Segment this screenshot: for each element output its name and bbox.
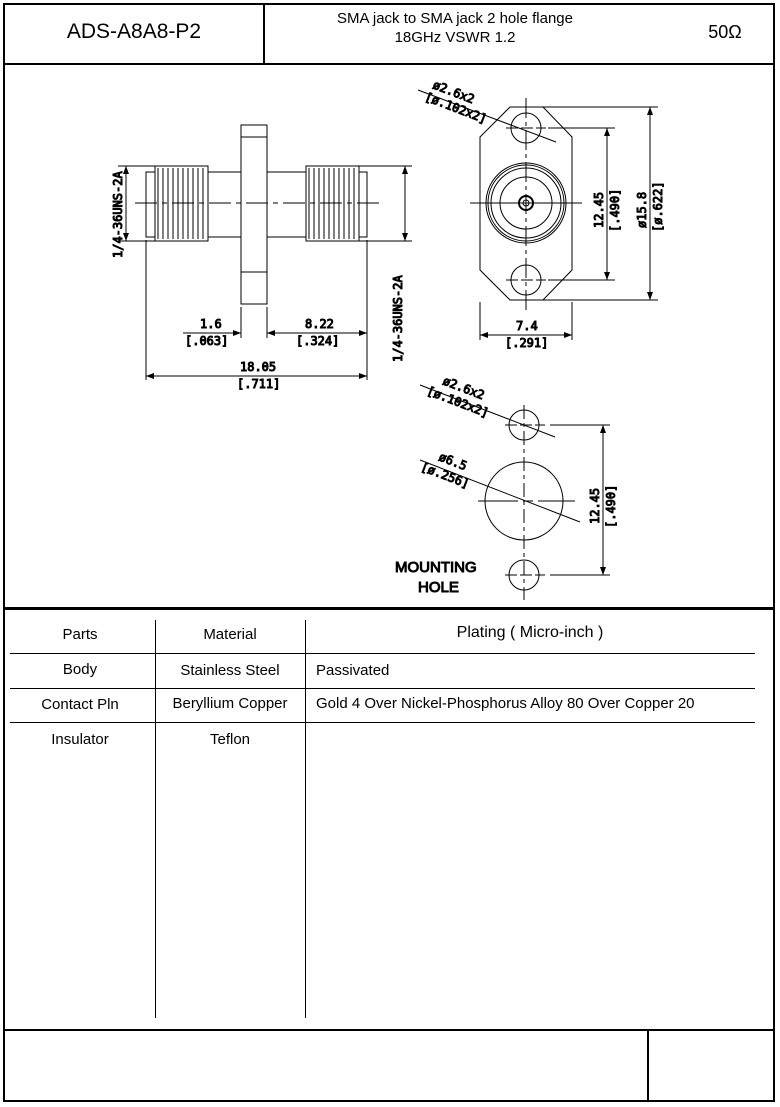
header-material: Material xyxy=(203,626,257,643)
description-line2: 18GHz VSWR 1.2 xyxy=(394,29,516,46)
dim-flange-thickness-inch: [.063] xyxy=(185,334,228,348)
cell-part: Contact Pln xyxy=(41,696,119,713)
cell-part: Insulator xyxy=(51,731,109,748)
table-row-divider xyxy=(10,653,755,654)
footer-column-divider xyxy=(647,1030,649,1100)
dim-right-length: 8.22 xyxy=(305,317,334,331)
table-top-border xyxy=(3,607,775,610)
thread-spec-right: 1/4-36UNS-2A xyxy=(391,275,405,362)
dim-total-length-inch: [.711] xyxy=(237,377,280,391)
cell-part: Body xyxy=(62,661,98,678)
cell-plating: Gold 4 Over Nickel-Phosphorus Alloy 80 O… xyxy=(316,695,695,712)
mount-hole-spacing: 12.45 xyxy=(588,488,602,524)
header-parts: Parts xyxy=(62,626,98,643)
thread-spec-left: 1/4-36UNS-2A xyxy=(111,171,125,258)
table-column-divider xyxy=(155,620,156,1018)
header-divider xyxy=(3,63,775,65)
footer-divider xyxy=(3,1029,775,1031)
mounting-label-line2: HOLE xyxy=(418,579,459,596)
impedance: 50Ω xyxy=(708,22,742,42)
hole-spacing: 12.45 xyxy=(592,192,606,228)
dim-right-length-inch: [.324] xyxy=(296,334,339,348)
flange-width-inch: [.291] xyxy=(505,336,548,350)
flange-diameter: ø15.8 xyxy=(635,192,649,228)
flange-diameter-inch: [ø.622] xyxy=(651,181,665,232)
cell-material: Beryllium Copper xyxy=(172,695,288,712)
cell-material: Teflon xyxy=(209,731,251,748)
drawing-frame xyxy=(3,3,775,1102)
mount-hole-spacing-inch: [.490] xyxy=(604,485,618,528)
mounting-hole-view: ø2.6x2 [ø.102x2] ø6.5 [ø.256] 12.45 [.49… xyxy=(395,373,619,600)
table-row-divider xyxy=(10,688,755,689)
description-line1: SMA jack to SMA jack 2 hole flange xyxy=(337,10,573,27)
hole-spacing-inch: [.490] xyxy=(608,189,622,232)
header-plating: Plating ( Micro-inch ) xyxy=(456,624,604,641)
part-number: ADS-A8A8-P2 xyxy=(66,20,202,43)
mounting-label-line1: MOUNTING xyxy=(395,559,477,576)
cell-material: Stainless Steel xyxy=(180,662,280,679)
flange-width: 7.4 xyxy=(516,319,538,333)
dim-total-length: 18.05 xyxy=(240,360,276,374)
header-column-divider xyxy=(263,3,265,64)
front-view: ø2.6x2 [ø.102x2] 12.45 [.490] ø15.8 [ø.6… xyxy=(417,77,666,351)
dim-flange-thickness: 1.6 xyxy=(200,317,222,331)
side-view: 1/4-36UNS-2A 1/4-36UNS-2A 1.6 [.063] 8.2… xyxy=(111,124,412,392)
cell-plating: Passivated xyxy=(316,662,390,679)
table-row-divider xyxy=(10,722,755,723)
table-column-divider xyxy=(305,620,306,1018)
